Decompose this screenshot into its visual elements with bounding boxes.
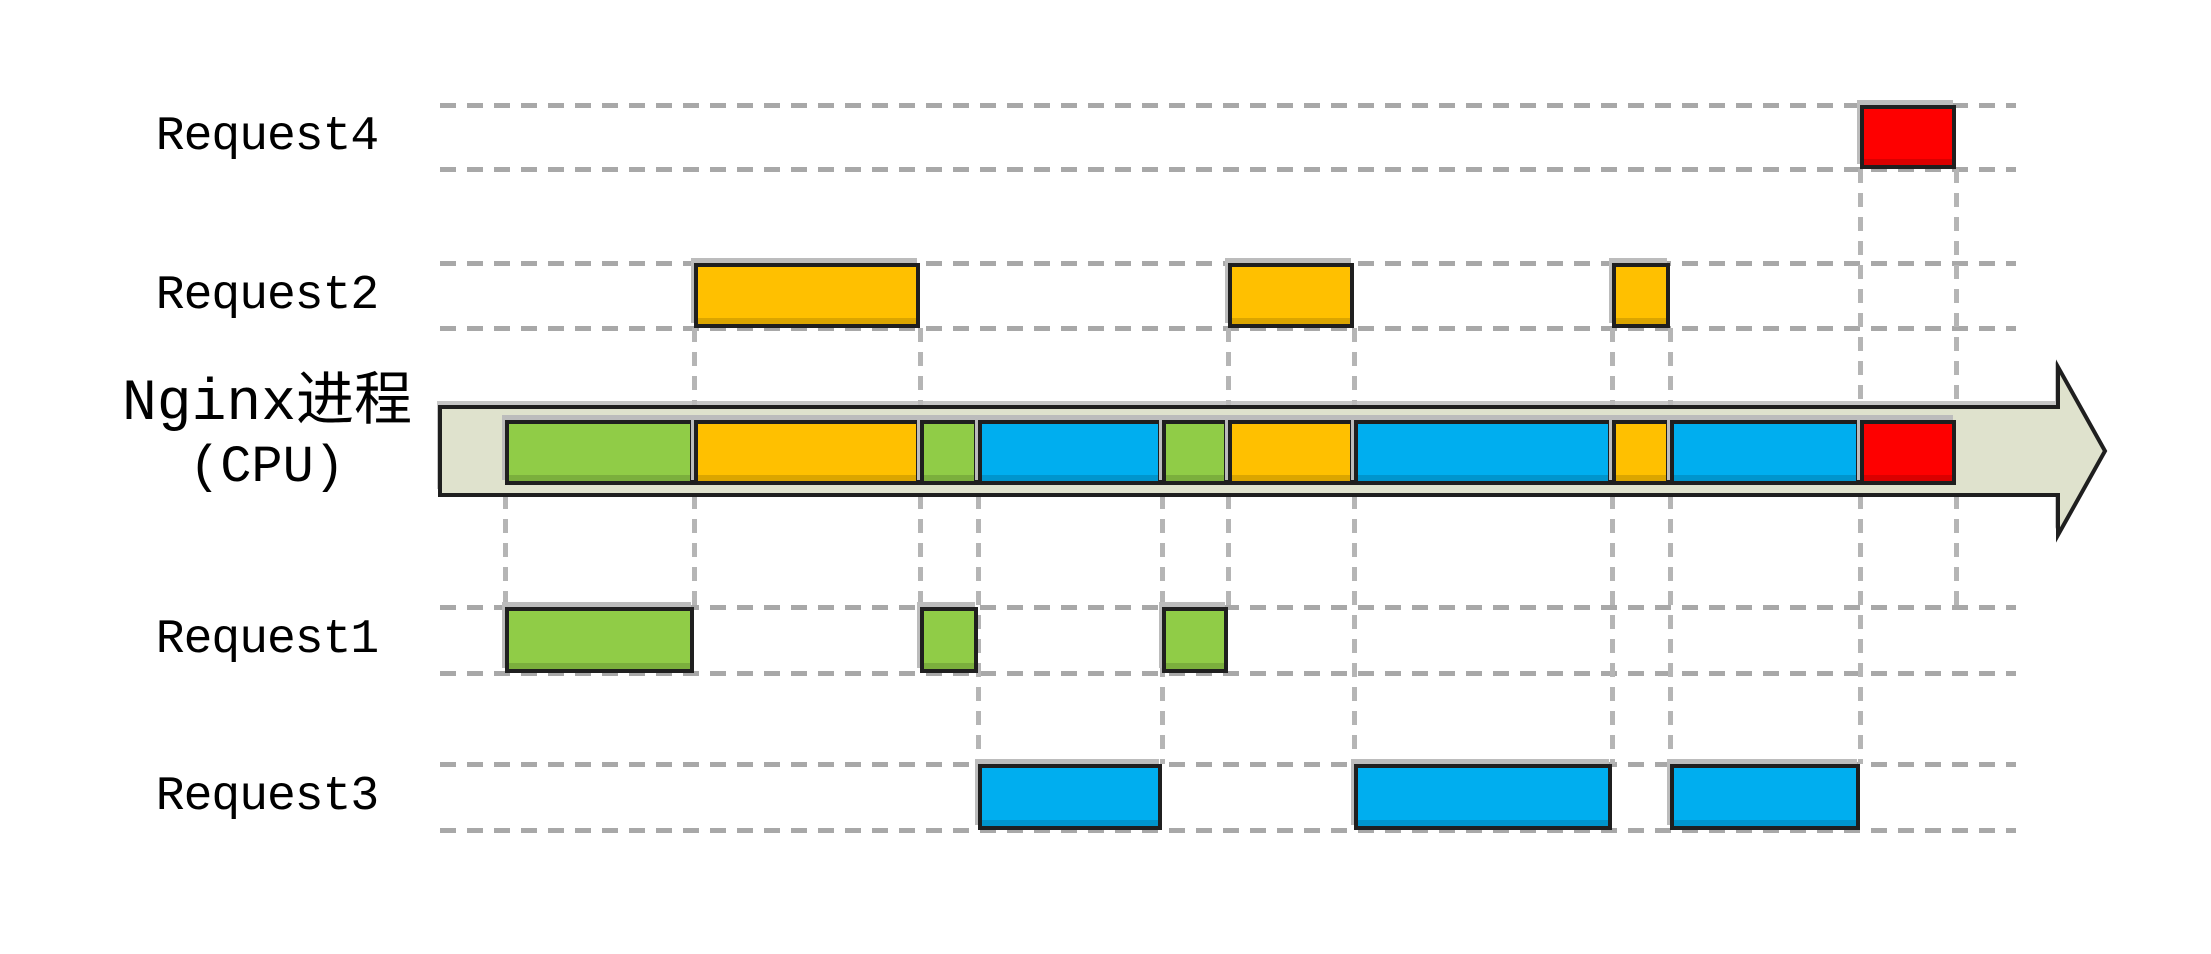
- cpu-segment-7-blue: [1354, 420, 1612, 485]
- cpu-segment-2-orange: [694, 420, 920, 485]
- alignment-guide: [918, 495, 923, 607]
- cpu-segment-5-green: [1162, 420, 1228, 485]
- alignment-guide: [918, 328, 923, 407]
- alignment-guide: [1668, 328, 1673, 407]
- cpu-segment-10-red: [1860, 420, 1956, 485]
- alignment-guide: [1226, 328, 1231, 407]
- request2-block-orange: [1612, 263, 1670, 328]
- label-request1-text: Request1: [155, 613, 379, 667]
- cpu-segment-4-blue: [978, 420, 1162, 485]
- label-nginx-process-cpu: Nginx进程 (CPU): [57, 372, 477, 498]
- alignment-guide: [1352, 328, 1357, 407]
- alignment-guide: [1954, 169, 1959, 407]
- label-nginx-process-line2: (CPU): [188, 438, 346, 497]
- request2-block-orange: [1228, 263, 1354, 328]
- alignment-guide: [1858, 495, 1863, 607]
- label-request4: Request4: [57, 105, 477, 169]
- request3-block-blue: [978, 764, 1162, 830]
- request4-block-red: [1860, 105, 1956, 169]
- label-request3-text: Request3: [155, 770, 379, 824]
- label-request4-text: Request4: [155, 110, 379, 164]
- cpu-segment-1-green: [505, 420, 694, 485]
- request3-block-blue: [1354, 764, 1612, 830]
- request1-block-green: [920, 607, 978, 673]
- cpu-segment-6-orange: [1228, 420, 1354, 485]
- gridline-request4-top: [440, 103, 2016, 108]
- alignment-guide: [1610, 495, 1615, 764]
- alignment-guide: [1668, 495, 1673, 764]
- alignment-guide: [692, 495, 697, 607]
- gridline-request1-top: [440, 605, 2016, 610]
- gridline-request1-bottom: [440, 671, 2016, 676]
- label-request2-text: Request2: [155, 268, 379, 323]
- gridline-request3-bottom: [440, 828, 2016, 833]
- alignment-guide: [1610, 328, 1615, 407]
- cpu-segment-8-orange: [1612, 420, 1670, 485]
- alignment-guide: [503, 495, 508, 607]
- alignment-guide: [1954, 495, 1959, 607]
- alignment-guide: [1858, 495, 1863, 764]
- alignment-guide: [1352, 495, 1357, 764]
- label-request1: Request1: [57, 607, 477, 673]
- gridline-request3-top: [440, 762, 2016, 767]
- alignment-guide: [1160, 495, 1165, 607]
- cpu-segment-3-green: [920, 420, 978, 485]
- alignment-guide: [1226, 495, 1231, 607]
- alignment-guide: [692, 328, 697, 407]
- label-request2: Request2: [57, 263, 477, 328]
- request3-block-blue: [1670, 764, 1860, 830]
- label-request3: Request3: [57, 764, 477, 830]
- label-nginx-process-line1: Nginx进程: [121, 372, 413, 437]
- request1-block-green: [505, 607, 694, 673]
- cpu-segment-9-blue: [1670, 420, 1860, 485]
- request2-block-orange: [694, 263, 920, 328]
- alignment-guide: [976, 495, 981, 764]
- request1-block-green: [1162, 607, 1228, 673]
- gridline-request4-bottom: [440, 167, 2016, 172]
- alignment-guide: [1858, 169, 1863, 407]
